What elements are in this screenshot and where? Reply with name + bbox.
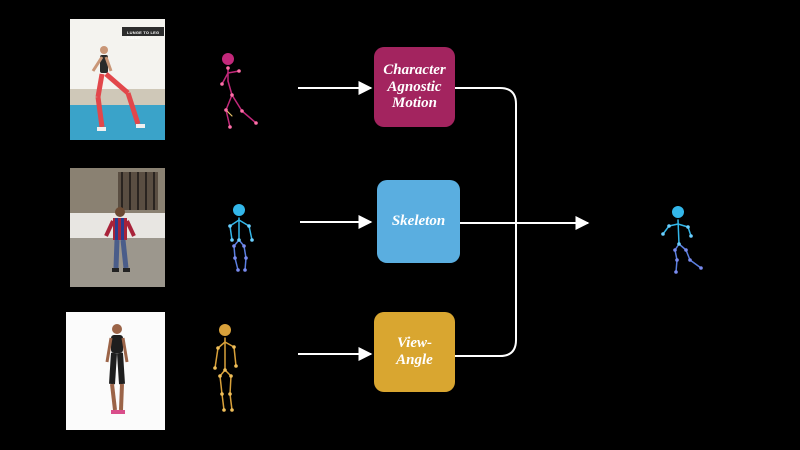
output-skeleton — [655, 200, 710, 282]
connector-view — [455, 222, 517, 357]
body-skeleton — [220, 200, 260, 278]
node-label-skeleton: Skeleton — [391, 213, 446, 230]
node-label-view-angle: View- Angle — [396, 335, 433, 368]
view-skeleton — [208, 320, 248, 418]
node-label-motion: Character Agnostic Motion — [383, 61, 446, 112]
input-photo-walker — [70, 168, 165, 287]
node-view-angle: View- Angle — [374, 312, 455, 392]
input-photo-standing — [66, 312, 165, 430]
input-photo-lunge: LUNGE TO LEG RAISE — [70, 19, 165, 140]
motion-skeleton — [212, 48, 262, 132]
node-character-agnostic-motion: Character Agnostic Motion — [374, 47, 455, 127]
photo-caption: LUNGE TO LEG RAISE — [127, 30, 160, 40]
connector-motion — [455, 87, 517, 222]
node-skeleton: Skeleton — [377, 180, 460, 263]
